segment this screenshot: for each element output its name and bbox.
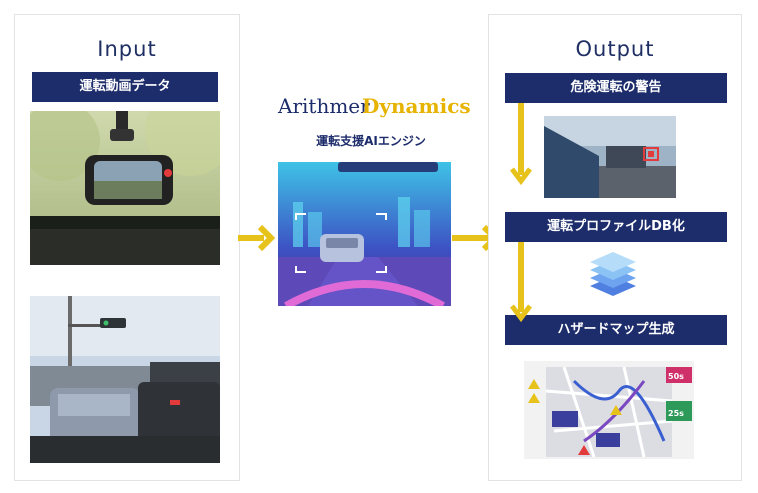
dashcam-photo-graphic xyxy=(30,111,220,265)
brand-logo: Arithmer Dynamics xyxy=(278,94,471,120)
hazard-map-graphic xyxy=(524,361,694,459)
input-title: Input xyxy=(97,37,157,61)
brand-logo-part2: Dynamics xyxy=(362,94,471,118)
map-badge-1: 50s xyxy=(668,372,684,381)
traffic-photo xyxy=(30,296,220,463)
output-title: Output xyxy=(575,37,655,61)
input-label: 運転動画データ xyxy=(32,72,218,102)
output-step1-label: 危険運転の警告 xyxy=(505,73,727,103)
traffic-photo-graphic xyxy=(30,296,220,463)
warning-photo xyxy=(544,116,676,198)
engine-visual-graphic xyxy=(278,162,451,306)
arrow-step1-to-step2 xyxy=(510,103,532,186)
database-layers-icon xyxy=(588,252,638,302)
database-layers-graphic xyxy=(590,252,636,296)
engine-label: 運転支援AIエンジン xyxy=(316,134,426,148)
warning-photo-graphic xyxy=(544,116,676,198)
hazard-map: 50s 25s xyxy=(524,361,694,459)
output-step2-label: 運転プロファイルDB化 xyxy=(505,212,727,242)
engine-visual xyxy=(278,162,451,306)
brand-logo-part1: Arithmer xyxy=(278,94,370,118)
dashcam-photo xyxy=(30,111,220,265)
output-step3-label: ハザードマップ生成 xyxy=(505,315,727,345)
arrow-input-to-engine xyxy=(238,224,276,252)
map-badge-2: 25s xyxy=(668,409,684,418)
arrow-step2-to-step3 xyxy=(510,242,532,323)
